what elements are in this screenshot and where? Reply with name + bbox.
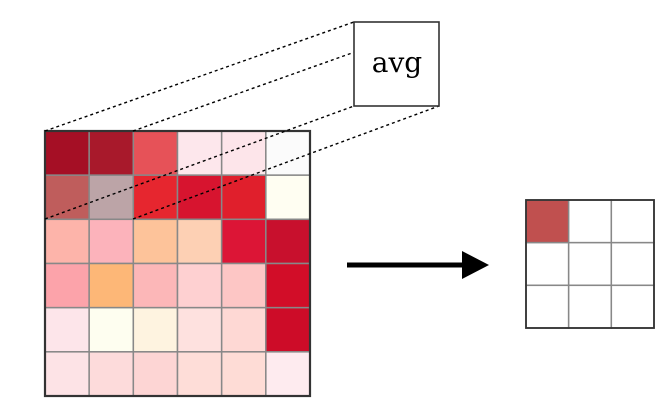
input-cell (88, 262, 135, 309)
input-cell (220, 174, 267, 221)
input-cell (132, 218, 179, 265)
projection-line (132, 105, 440, 220)
input-cell (88, 218, 135, 265)
input-cell (88, 130, 135, 176)
input-cell (220, 306, 267, 353)
input-cell (220, 218, 267, 265)
output-cell (567, 199, 613, 244)
input-cell (265, 218, 311, 265)
input-cell (44, 130, 90, 176)
input-cell (132, 351, 179, 397)
input-cell (44, 218, 90, 265)
input-cell (176, 262, 223, 309)
input-cell (265, 351, 311, 397)
input-cell (88, 351, 135, 397)
input-cell (176, 218, 223, 265)
output-cell (610, 241, 655, 287)
output-cell (525, 284, 570, 329)
input-cell (176, 130, 223, 176)
arrow-head (462, 251, 489, 279)
output-cell (567, 241, 613, 287)
output-cell (567, 284, 613, 329)
input-cell (44, 306, 90, 353)
input-cell (44, 174, 90, 221)
avg-label: avg (372, 46, 423, 79)
avg-box (353, 21, 440, 107)
projection-lines (44, 21, 440, 220)
output-cell (610, 284, 655, 329)
input-cell (220, 130, 267, 176)
output-cell (610, 199, 655, 244)
output-cell (525, 199, 570, 244)
input-cell (265, 262, 311, 309)
output-grid-border (525, 199, 655, 329)
input-cell (220, 262, 267, 309)
output-cell (525, 241, 570, 287)
input-cell (88, 174, 135, 221)
input-cell (220, 351, 267, 397)
input-grid-border (43, 129, 312, 398)
input-cell (44, 262, 90, 309)
input-cell (132, 262, 179, 309)
input-cell (132, 130, 179, 176)
input-cell (265, 174, 311, 221)
input-cell (265, 306, 311, 353)
output-grid (525, 199, 655, 329)
input-cell (176, 174, 223, 221)
projection-line (44, 21, 355, 132)
arrow (347, 251, 489, 279)
input-cell (176, 306, 223, 353)
input-cell (132, 306, 179, 353)
input-cell (88, 306, 135, 353)
projection-line (44, 105, 355, 220)
input-grid (44, 130, 311, 397)
input-cell (44, 351, 90, 397)
input-cell (265, 130, 311, 176)
input-cell (176, 351, 223, 397)
input-cell (132, 174, 179, 221)
